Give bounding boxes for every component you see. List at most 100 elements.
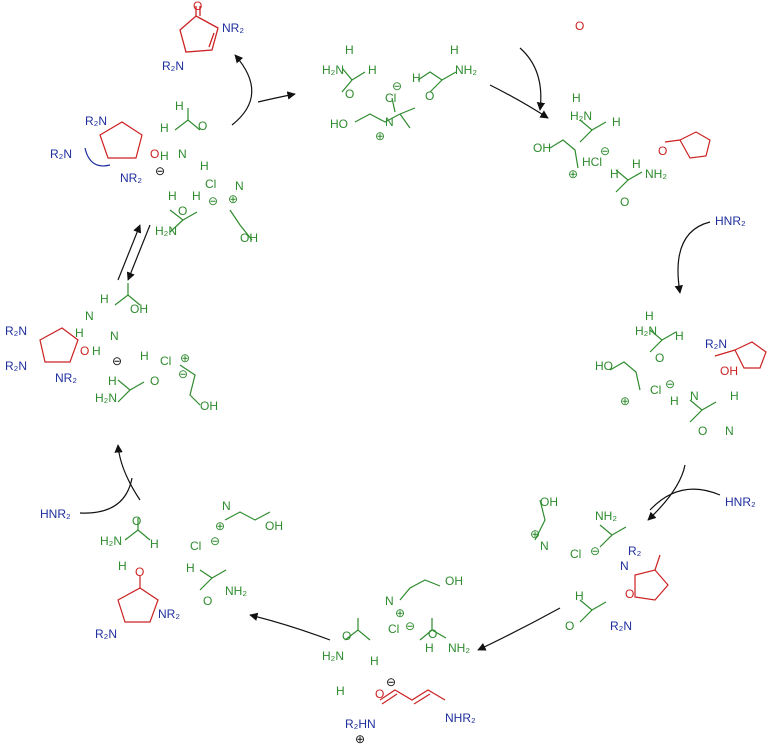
label-h2n: H₂N [100,534,122,548]
label-o: O [342,629,352,643]
label-plus: ⊕ [375,129,386,143]
label-h: H [450,43,459,57]
arrow-top-right [489,84,549,119]
label-nr2: NR₂ [120,171,142,185]
label-ho: HO [595,359,613,373]
intermediate-enol-complex [39,283,201,406]
label-r2n: R₂N [610,619,632,633]
label-h: H [200,159,209,173]
label-o: O [625,587,635,601]
label-n: N [110,329,119,343]
intermediate-bicyclic-complex [84,108,253,241]
label-minus: ⊖ [405,619,416,633]
label-h: H [175,99,184,113]
label-oh: OH [130,302,148,316]
label-h: H [370,654,379,668]
label-h: H [118,559,127,573]
label-cl: Cl [388,622,400,636]
label-h: H [186,561,195,575]
label-o: O [698,424,708,438]
label-nr2: NR₂ [55,371,77,385]
intermediate-furan-amine [534,499,669,623]
label-minus: ⊖ [386,675,397,689]
arrow-hnr2-first [674,221,711,294]
label-o: O [345,87,355,101]
label-n: N [385,115,394,129]
label-plus: ⊕ [530,527,541,541]
label-h2n: H₂N [322,63,344,77]
label-n: N [620,559,629,573]
cycle-arrows [79,47,721,651]
label-h: H [336,684,345,698]
label-oh: OH [240,231,258,245]
label-minus: ⊖ [208,194,219,208]
label-n: N [85,309,94,323]
des-catalyst-structure [341,67,457,129]
label-r2hn: R₂HN [345,717,376,731]
label-h: H [160,121,169,135]
label-r2n: R₂N [705,337,727,351]
label-nh2: NH₂ [645,167,667,181]
arrow-hnr2-third [79,477,133,514]
label-oh: OH [533,141,551,155]
label-r2n: R₂N [162,59,184,73]
label-o: O [150,147,160,161]
label-o: O [193,0,203,13]
label-cl: Cl [570,547,582,561]
label-h2n: H₂N [570,109,592,123]
label-o: O [135,565,145,579]
label-plus: ⊕ [395,606,406,620]
label-o: O [655,351,665,365]
label-o: O [565,619,575,633]
label-h: H [575,589,584,603]
label-h: H [645,309,654,323]
label-n: N [540,539,549,553]
label-plus: ⊕ [620,394,631,408]
label-oh: OH [720,364,738,378]
label-n: N [235,179,244,193]
label-h2n: H₂N [155,224,177,238]
label-cl: Cl [205,177,217,191]
label-minus: ⊖ [210,534,221,548]
label-h: H [108,374,117,388]
label-r2: R₂ [628,544,642,558]
intermediate-hemiaminal [609,329,767,423]
label-minus: ⊖ [590,544,601,558]
label-nh2: NH₂ [455,63,477,77]
arrow-top-left-right [257,91,296,103]
arrow-bottom-right [477,607,561,651]
reagent-hnr2-label: HNR₂ [715,214,746,228]
label-plus: ⊕ [568,167,579,181]
label-r2n: R₂N [5,359,27,373]
label-o: O [203,594,213,608]
label-r2n: R₂N [50,147,72,161]
label-n: N [725,424,734,438]
label-nh2: NH₂ [448,641,470,655]
label-n: N [690,389,699,403]
label-o: O [198,119,208,133]
label-plus: ⊕ [355,732,366,746]
label-nh2: NH₂ [225,584,247,598]
label-o: O [658,144,668,158]
label-h2n: H₂N [322,649,344,663]
label-o: O [150,374,160,388]
label-plus: ⊕ [215,519,226,533]
arrow-bottom-left [249,612,331,641]
reagent-hnr2-label: HNR₂ [40,507,71,521]
label-r2n: R₂N [5,324,27,338]
reagent-hnr2-label: HNR₂ [725,495,756,509]
label-h2n: H₂N [635,324,657,338]
arrow-right-down [647,464,686,521]
label-n: N [385,594,394,608]
arrow-left-up [114,444,141,501]
label-plus: ⊕ [228,192,239,206]
label-h: H [92,344,101,358]
label-minus: ⊖ [155,164,166,178]
label-cl: Cl [160,354,172,368]
label-r2n: R₂N [95,627,117,641]
label-n: N [222,499,231,513]
label-h: H [192,189,201,203]
arrow-furfural-addition [519,47,546,111]
label-cl: Cl [650,383,662,397]
